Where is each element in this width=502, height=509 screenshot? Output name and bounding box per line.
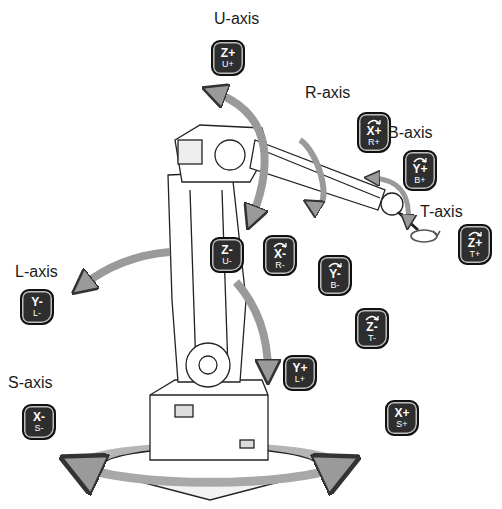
- jog-key: Y-L-: [20, 289, 54, 325]
- rotate-icon: [374, 316, 378, 320]
- key-axis-sign: Z-: [221, 244, 232, 256]
- jog-key: Z-T-: [355, 308, 389, 349]
- r-axis-arrow: [300, 140, 324, 206]
- jog-key: Y-B-: [318, 255, 352, 296]
- rotate-icon: [274, 243, 286, 247]
- axis-label: S-axis: [8, 374, 52, 392]
- key-axis-sign: Z-: [366, 321, 377, 333]
- rotate-icon: [477, 232, 481, 236]
- rotate-icon: [376, 120, 380, 124]
- key-joint-sign: T+: [470, 249, 481, 259]
- key-joint-sign: R-: [275, 260, 285, 270]
- key-axis-sign: X+: [394, 407, 409, 419]
- rotate-icon: [363, 314, 381, 321]
- key-joint-sign: L+: [295, 374, 305, 384]
- axis-label: L-axis: [15, 263, 58, 281]
- key-axis-sign: Z+: [221, 47, 235, 59]
- key-joint-sign: S-: [35, 423, 44, 433]
- axis-label: R-axis: [305, 84, 350, 102]
- axis-label: U-axis: [214, 10, 259, 28]
- rotate-icon: [411, 156, 429, 163]
- key-joint-sign: B-: [331, 280, 340, 290]
- key-axis-sign: Y+: [292, 362, 307, 374]
- l-axis-arrow: [236, 282, 268, 372]
- axis-label: B-axis: [388, 124, 432, 142]
- rotate-icon: [414, 158, 426, 162]
- rotate-icon: [466, 230, 484, 237]
- rotate-icon: [366, 316, 378, 320]
- jog-key: Z+T+: [458, 224, 492, 265]
- key-axis-sign: Y-: [329, 268, 340, 280]
- key-axis-sign: Y+: [412, 163, 427, 175]
- key-axis-sign: X-: [274, 248, 286, 260]
- axis-label: T-axis: [420, 203, 463, 221]
- t-axis-arrow: [433, 231, 440, 236]
- jog-key: X+S+: [385, 400, 419, 436]
- l-axis-arrow: [82, 252, 170, 286]
- jog-key: Z+U+: [211, 40, 245, 76]
- key-joint-sign: S+: [396, 419, 407, 429]
- key-axis-sign: Z+: [468, 237, 482, 249]
- jog-key: X-S-: [22, 404, 56, 440]
- rotate-icon: [271, 241, 289, 248]
- u-axis-arrow: [214, 92, 265, 218]
- jog-key: X+R+: [357, 112, 391, 153]
- rotate-icon: [469, 232, 481, 236]
- key-joint-sign: T-: [368, 333, 376, 343]
- key-axis-sign: Y-: [31, 296, 42, 308]
- lower-arm: [168, 172, 246, 387]
- key-axis-sign: X-: [33, 411, 45, 423]
- rotate-icon: [365, 118, 383, 125]
- jog-key: Z-U-: [210, 237, 244, 273]
- rotate-icon: [422, 158, 426, 162]
- key-joint-sign: R+: [368, 137, 380, 147]
- s-axis-arrow: [80, 466, 340, 482]
- rotate-icon: [326, 261, 344, 268]
- jog-key: X-R-: [263, 235, 297, 276]
- key-axis-sign: X+: [366, 125, 381, 137]
- rotate-icon: [282, 243, 286, 247]
- key-joint-sign: U+: [222, 59, 234, 69]
- rotate-icon: [368, 120, 380, 124]
- key-joint-sign: U-: [222, 256, 232, 266]
- rotate-icon: [329, 263, 341, 267]
- rotate-icon: [337, 263, 341, 267]
- jog-key: Y+B+: [403, 150, 437, 191]
- key-joint-sign: B+: [414, 175, 425, 185]
- key-joint-sign: L-: [33, 308, 41, 318]
- jog-key: Y+L+: [283, 355, 317, 391]
